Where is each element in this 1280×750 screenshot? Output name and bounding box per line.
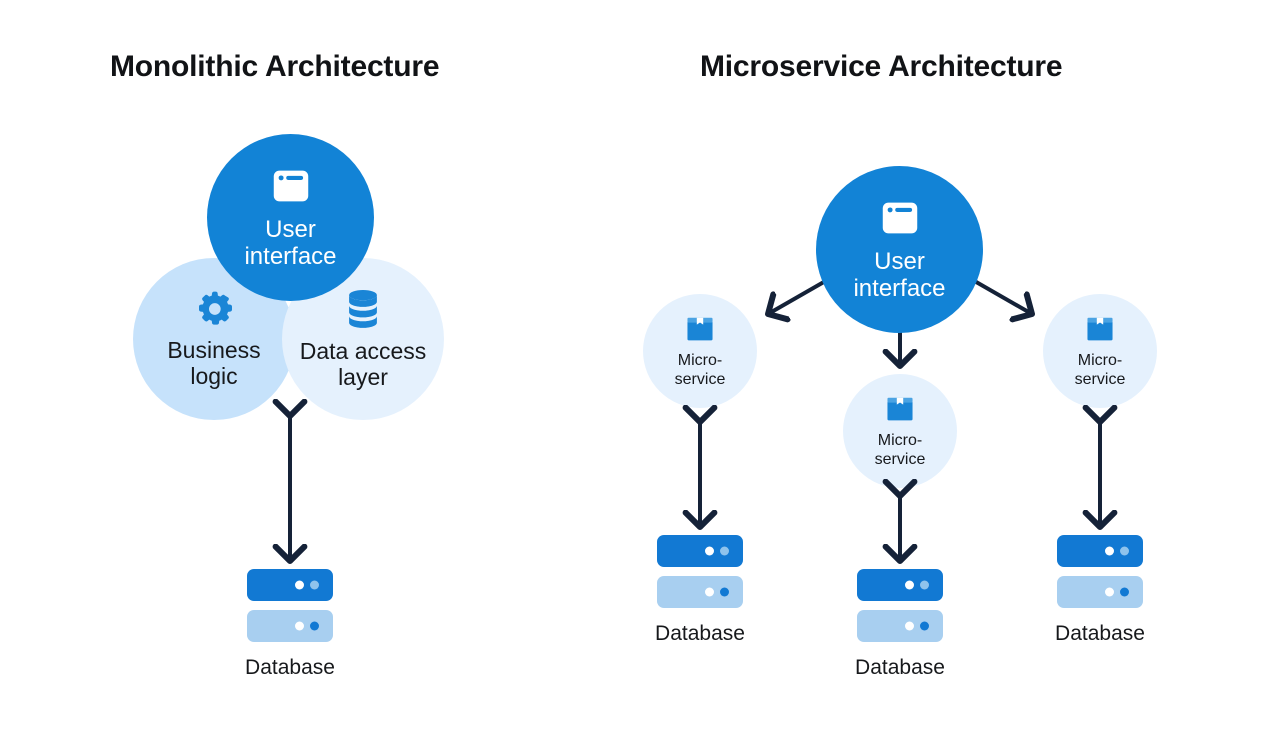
server-indicator-dot <box>720 546 729 556</box>
server-stack-icon-bottom <box>247 610 333 642</box>
microservice-left-database[interactable]: Database <box>655 535 745 646</box>
server-indicator-dot <box>705 587 714 597</box>
node-monolith-user-interface-label: User interface <box>244 216 337 270</box>
server-indicator-dot <box>1120 587 1129 597</box>
server-indicator-dot <box>920 580 929 590</box>
server-indicator-dot <box>295 621 304 631</box>
window-ui-icon <box>878 196 922 240</box>
server-indicator-dot <box>905 621 914 631</box>
server-indicator-dot <box>920 621 929 631</box>
node-microservice-mid[interactable]: Micro- service <box>843 374 957 488</box>
package-box-icon <box>684 313 716 345</box>
server-indicator-dot <box>720 587 729 597</box>
node-microservice-mid-label: Micro- service <box>874 432 926 468</box>
microservice-right-database[interactable]: Database <box>1055 535 1145 646</box>
node-microservice-left[interactable]: Micro- service <box>643 294 757 408</box>
server-indicator-dot <box>1105 546 1114 556</box>
node-microservice-left-label: Micro- service <box>674 352 726 388</box>
node-data-access-layer-label: Data access layer <box>299 337 427 390</box>
server-indicator-dot <box>1105 587 1114 597</box>
monolith-panel-title: Monolithic Architecture <box>110 50 440 83</box>
server-indicator-dot <box>295 580 304 590</box>
node-microservice-right-label: Micro- service <box>1074 352 1126 388</box>
monolith-database[interactable]: Database <box>245 569 335 680</box>
server-indicator-dot <box>705 546 714 556</box>
server-indicator-dot <box>1120 546 1129 556</box>
node-business-logic-label: Business logic <box>167 336 261 389</box>
package-box-icon <box>1084 313 1116 345</box>
server-stack-icon-top <box>247 569 333 601</box>
node-microservice-user-interface-label: User interface <box>853 248 946 302</box>
server-stack-icon-top <box>657 535 743 567</box>
server-indicator-dot <box>310 621 319 631</box>
server-indicator-dot <box>905 580 914 590</box>
microservice-mid-database-label: Database <box>855 656 945 679</box>
node-microservice-user-interface[interactable]: User interface <box>816 166 983 333</box>
server-stack-icon-bottom <box>657 576 743 608</box>
server-stack-icon-top <box>1057 535 1143 567</box>
monolith-database-label: Database <box>245 656 335 679</box>
database-cylinder-icon <box>343 288 383 330</box>
node-microservice-right[interactable]: Micro- service <box>1043 294 1157 408</box>
microservice-left-database-label: Database <box>655 622 745 645</box>
package-box-icon <box>884 393 916 425</box>
window-ui-icon <box>269 164 313 208</box>
microservice-right-database-label: Database <box>1055 622 1145 645</box>
node-monolith-user-interface[interactable]: User interface <box>207 134 374 301</box>
server-indicator-dot <box>310 580 319 590</box>
server-stack-icon-bottom <box>857 610 943 642</box>
server-stack-icon-top <box>857 569 943 601</box>
microservice-panel-title: Microservice Architecture <box>700 50 1063 83</box>
microservice-mid-database[interactable]: Database <box>855 569 945 680</box>
gear-icon <box>194 289 234 329</box>
server-stack-icon-bottom <box>1057 576 1143 608</box>
